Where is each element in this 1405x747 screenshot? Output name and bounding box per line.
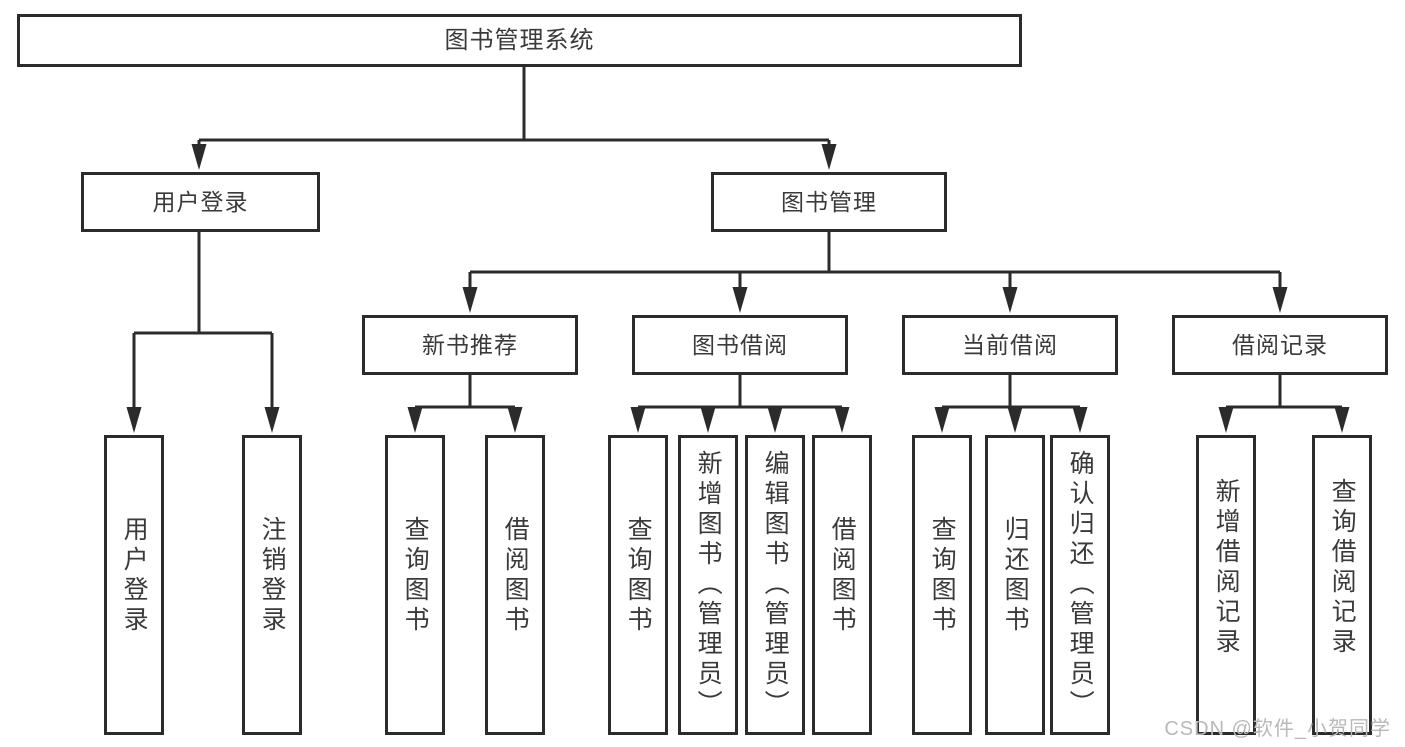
node-label-leaf-confirm-return-admin: 确认归还（管理员） (1066, 450, 1095, 720)
arrow-head-icon (1272, 287, 1288, 313)
node-label-current-borrow: 当前借阅 (962, 331, 1058, 358)
node-label-leaf-return-book: 归还图书 (1001, 516, 1030, 636)
connector-arrow-leaf-add-book-admin (700, 407, 716, 433)
connector-arrow-book-manage (821, 140, 837, 170)
node-label-leaf-user-logout: 注销登录 (258, 516, 287, 636)
connector-arrow-new-book-recommend (462, 272, 478, 313)
node-leaf-leaf-query-book-1[interactable]: 查询图书 (385, 435, 445, 735)
node-level3-new-book-recommend[interactable]: 新书推荐 (362, 315, 578, 375)
node-label-leaf-query-borrow-record: 查询借阅记录 (1328, 478, 1357, 658)
arrow-head-icon (462, 287, 478, 313)
arrow-head-icon (732, 287, 748, 313)
arrow-head-icon (191, 144, 207, 170)
node-level3-current-borrow[interactable]: 当前借阅 (902, 315, 1118, 375)
connector-arrow-leaf-add-borrow-record (1218, 407, 1234, 433)
connector-arrow-borrow-record (1272, 272, 1288, 313)
node-leaf-leaf-borrow-book-2[interactable]: 借阅图书 (812, 435, 872, 735)
connector-arrow-leaf-borrow-book-2 (834, 407, 850, 433)
connector-arrow-leaf-edit-book-admin (767, 407, 783, 433)
node-leaf-leaf-user-login[interactable]: 用户登录 (104, 435, 164, 735)
connector-arrow-book-borrow (732, 272, 748, 313)
node-root-root[interactable]: 图书管理系统 (17, 14, 1022, 67)
node-label-leaf-add-book-admin: 新增图书（管理员） (694, 450, 723, 720)
connector-arrow-leaf-return-book (1007, 407, 1023, 433)
arrow-head-icon (1334, 407, 1350, 433)
arrow-head-icon (1007, 407, 1023, 433)
node-label-book-borrow: 图书借阅 (692, 331, 788, 358)
connector-arrow-leaf-query-book-3 (934, 407, 950, 433)
connector-arrow-current-borrow (1002, 272, 1018, 313)
node-leaf-leaf-query-book-3[interactable]: 查询图书 (912, 435, 972, 735)
arrow-head-icon (126, 407, 142, 433)
arrow-head-icon (934, 407, 950, 433)
node-label-leaf-borrow-book-2: 借阅图书 (828, 516, 857, 636)
connector-arrow-user-login (191, 140, 207, 170)
node-leaf-leaf-add-borrow-record[interactable]: 新增借阅记录 (1196, 435, 1256, 735)
arrow-head-icon (264, 407, 280, 433)
connector-arrow-leaf-query-book-2 (630, 407, 646, 433)
node-leaf-leaf-return-book[interactable]: 归还图书 (985, 435, 1045, 735)
node-leaf-leaf-confirm-return-admin[interactable]: 确认归还（管理员） (1050, 435, 1110, 735)
node-label-leaf-query-book-1: 查询图书 (401, 516, 430, 636)
node-level2-book-manage[interactable]: 图书管理 (711, 172, 947, 232)
node-label-new-book-recommend: 新书推荐 (422, 331, 518, 358)
connector-arrow-leaf-borrow-book-1 (507, 407, 523, 433)
arrow-head-icon (1218, 407, 1234, 433)
node-label-leaf-borrow-book-1: 借阅图书 (501, 516, 530, 636)
arrow-head-icon (700, 407, 716, 433)
connector-arrow-leaf-query-book-1 (407, 407, 423, 433)
arrow-head-icon (1002, 287, 1018, 313)
node-leaf-leaf-user-logout[interactable]: 注销登录 (242, 435, 302, 735)
node-leaf-leaf-add-book-admin[interactable]: 新增图书（管理员） (678, 435, 738, 735)
arrow-head-icon (767, 407, 783, 433)
arrow-head-icon (821, 144, 837, 170)
node-label-user-login: 用户登录 (152, 188, 249, 215)
node-label-book-manage: 图书管理 (781, 188, 877, 215)
node-level3-borrow-record[interactable]: 借阅记录 (1172, 315, 1388, 375)
node-label-leaf-add-borrow-record: 新增借阅记录 (1212, 478, 1241, 658)
node-label-root: 图书管理系统 (444, 26, 595, 54)
arrow-head-icon (1072, 407, 1088, 433)
node-label-leaf-query-book-2: 查询图书 (624, 516, 653, 636)
connector-arrow-leaf-confirm-return-admin (1072, 407, 1088, 433)
node-leaf-leaf-edit-book-admin[interactable]: 编辑图书（管理员） (745, 435, 805, 735)
node-label-leaf-edit-book-admin: 编辑图书（管理员） (761, 450, 790, 720)
node-leaf-leaf-query-borrow-record[interactable]: 查询借阅记录 (1312, 435, 1372, 735)
arrow-head-icon (407, 407, 423, 433)
connector-arrow-leaf-query-borrow-record (1334, 407, 1350, 433)
arrow-head-icon (834, 407, 850, 433)
node-level2-user-login[interactable]: 用户登录 (81, 172, 320, 232)
node-label-borrow-record: 借阅记录 (1232, 331, 1328, 358)
node-label-leaf-user-login: 用户登录 (120, 516, 149, 636)
node-label-leaf-query-book-3: 查询图书 (928, 516, 957, 636)
arrow-head-icon (630, 407, 646, 433)
connector-arrow-leaf-user-login (126, 333, 142, 433)
node-level3-book-borrow[interactable]: 图书借阅 (632, 315, 848, 375)
connector-arrow-leaf-user-logout (264, 333, 280, 433)
arrow-head-icon (507, 407, 523, 433)
node-leaf-leaf-query-book-2[interactable]: 查询图书 (608, 435, 668, 735)
node-leaf-leaf-borrow-book-1[interactable]: 借阅图书 (485, 435, 545, 735)
